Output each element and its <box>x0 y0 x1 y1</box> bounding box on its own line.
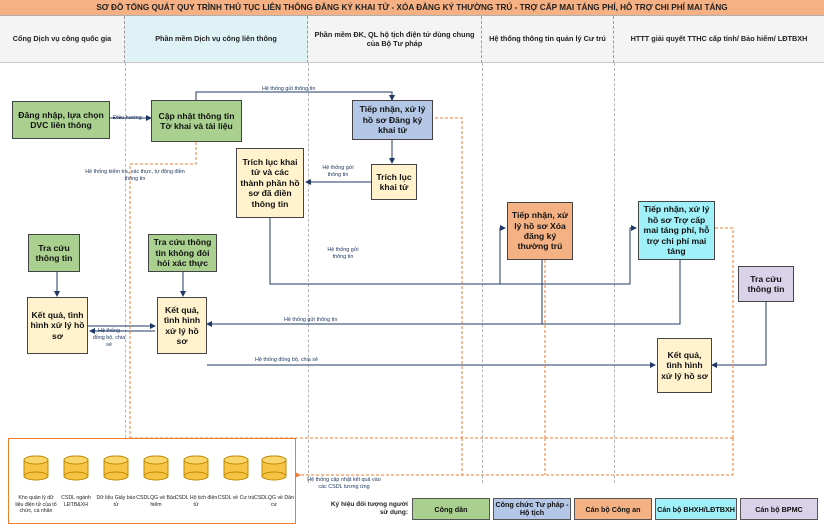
lane-provincial-system: HTTT giải quyết TTHC cấp tỉnh/ Bảo hiểm/… <box>614 16 824 63</box>
database-icon <box>23 455 49 481</box>
database-item: Kho quản lý dữ liệu điện tử của tổ chức,… <box>15 455 57 514</box>
database-item: CSDLQG về Dân cư <box>254 455 294 508</box>
lane-divider <box>614 63 615 483</box>
legend-one-stop: Cán bộ BPMC <box>740 498 818 520</box>
extract-box: Trích lục khai tử <box>371 164 417 200</box>
lookup-box-1: Tra cứu thông tin <box>28 234 80 272</box>
lane-divider <box>482 63 483 483</box>
lane-divider <box>125 63 126 483</box>
database-icon <box>143 455 169 481</box>
database-item: CSDL về Cư trú <box>218 455 254 501</box>
label-check: Hệ thống kiểm tra, xác thực, tự động điề… <box>80 169 190 183</box>
database-item: CSDL Hộ tịch điện tử <box>175 455 217 508</box>
legend-title-text: Ký hiệu đối tượng người sử dụng: <box>330 501 408 517</box>
result-box-1: Kết quả, tình hình xử lý hồ sơ <box>27 297 88 354</box>
result-box-2: Kết quả, tình hình xử lý hồ sơ <box>157 297 207 354</box>
legend-title: Ký hiệu đối tượng người sử dụng: <box>328 501 408 518</box>
label-send-info-mid: Hệ thống gửi thông tin <box>325 247 361 261</box>
receive-funeral-box: Tiếp nhận, xử lý hồ sơ Trợ cấp mai táng … <box>638 201 715 260</box>
label-redirect: Điều hướng <box>113 115 142 121</box>
database-label: CSDL Hộ tịch điện tử <box>174 495 218 508</box>
database-icon <box>63 455 89 481</box>
update-info-box: Cập nhật thông tin Tờ khai và tài liệu <box>151 100 242 142</box>
database-icon <box>223 455 249 481</box>
database-group: Kho quản lý dữ liệu điện tử của tổ chức,… <box>8 438 296 524</box>
legend-civil-servant: Công chức Tư pháp - Hộ tịch <box>493 498 571 520</box>
label-sync-left-text: Hệ thống đồng bộ, chia sẻ <box>92 328 126 349</box>
lookup-box-2: Tra cứu thông tin không đòi hỏi xác thực <box>148 234 217 272</box>
database-item: CSDL ngành LĐTB&XH <box>61 455 91 508</box>
database-label: CSDLQG về Dân cư <box>254 495 294 508</box>
diagram-title: SƠ ĐỒ TỔNG QUÁT QUY TRÌNH THỦ TỤC LIÊN T… <box>0 0 824 16</box>
lane-civil-registry: Phần mềm ĐK, QL hộ tịch điện tử dùng chu… <box>308 16 482 63</box>
database-label: Kho quản lý dữ liệu điện tử của tổ chức,… <box>15 495 57 514</box>
database-label: CSDL ngành LĐTB&XH <box>61 495 91 508</box>
label-check-text: Hệ thống kiểm tra, xác thực, tự động điề… <box>85 169 185 183</box>
label-sync-bottom: Hệ thống đồng bộ, chia sẻ <box>255 357 318 363</box>
legend-police: Cán bộ Công an <box>574 498 652 520</box>
legend-insurance: Cán bộ BHXH/LĐTBXH <box>655 498 737 520</box>
result-box-3: Kết quả, tình hình xử lý hồ sơ <box>657 338 712 393</box>
receive-residence-box: Tiếp nhận, xử lý hồ sơ Xóa đăng ký thườn… <box>507 202 573 260</box>
label-send-info-result: Hệ thống gửi thông tin <box>284 317 338 323</box>
database-label: Dữ liệu Giấy báo tử <box>96 495 136 508</box>
label-send-info-top: Hệ thống gửi thông tin <box>262 86 316 92</box>
database-item: Dữ liệu Giấy báo tử <box>97 455 135 508</box>
lane-connected-software: Phần mềm Dịch vụ công liên thông <box>125 16 308 63</box>
database-icon <box>103 455 129 481</box>
label-update-results: Hệ thống cập nhật kết quả vào các CSDL t… <box>304 477 384 491</box>
legend-citizen: Công dân <box>412 498 490 520</box>
database-icon <box>183 455 209 481</box>
label-send-info-mid-text: Hệ thống gửi thông tin <box>327 247 359 261</box>
database-label: CSDLQG về Bảo hiểm <box>136 495 176 508</box>
lane-residence-system: Hệ thống thông tin quản lý Cư trú <box>482 16 614 63</box>
lane-divider <box>308 63 309 483</box>
lookup-box-3: Tra cứu thông tin <box>738 266 794 302</box>
login-box: Đăng nhập, lựa chọn DVC liên thông <box>12 101 110 139</box>
database-icon <box>261 455 287 481</box>
label-update-results-text: Hệ thống cập nhật kết quả vào các CSDL t… <box>307 477 381 491</box>
database-label: CSDL về Cư trú <box>217 495 255 501</box>
label-sync-left: Hệ thống đồng bộ, chia sẻ <box>92 328 126 349</box>
label-send-info-extract: Hệ thống gửi thông tin <box>318 165 358 179</box>
receive-death-box: Tiếp nhận, xử lý hồ sơ Đăng ký khai tử <box>352 100 433 140</box>
database-item: CSDLQG về Bảo hiểm <box>136 455 176 508</box>
extract-full-box: Trích lục khai tử và các thành phần hồ s… <box>236 148 304 218</box>
lane-national-portal: Cổng Dịch vụ công quốc gia <box>0 16 125 63</box>
label-send-info-extract-text: Hệ thống gửi thông tin <box>322 165 354 179</box>
